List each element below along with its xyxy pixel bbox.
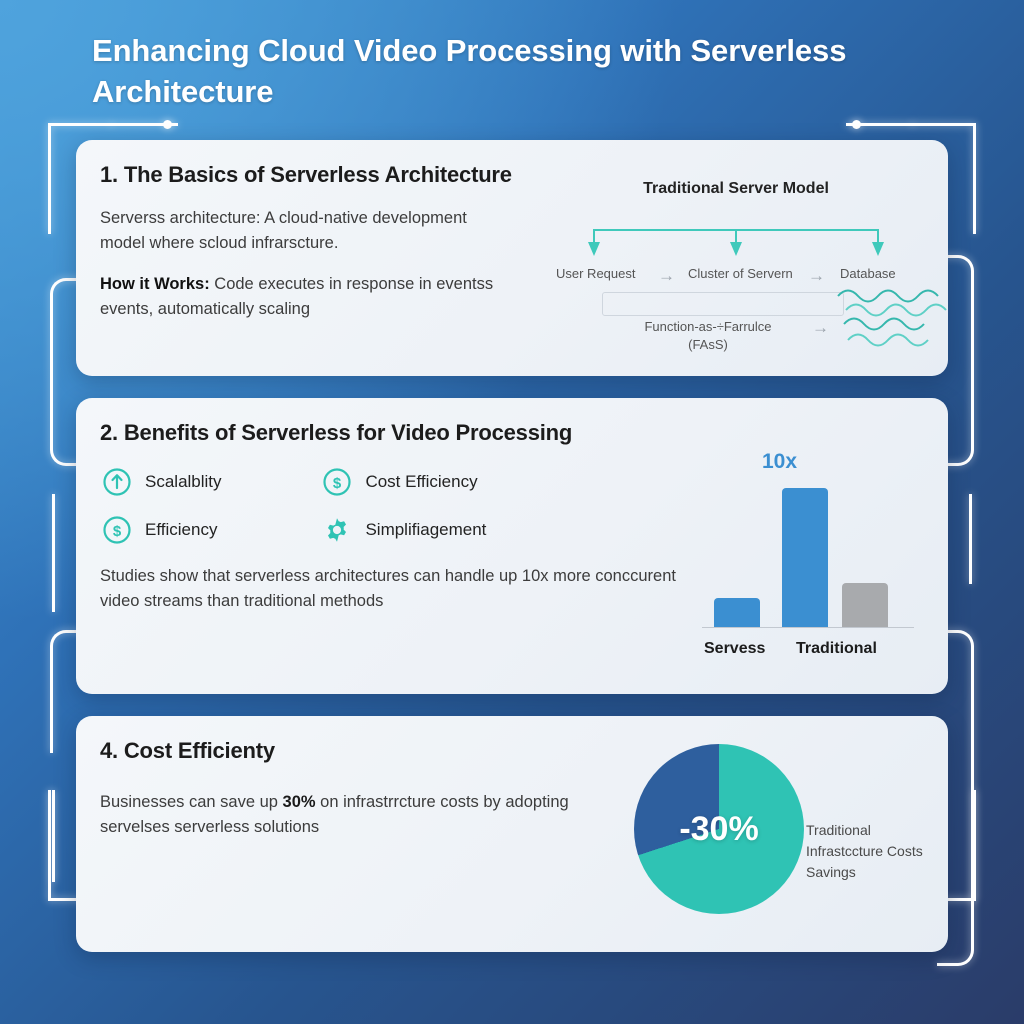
diagram-node-database: Database (840, 266, 896, 281)
gear-icon (322, 515, 352, 545)
benefit-label: Cost Efficiency (365, 472, 478, 491)
accent-line-right-upper (969, 494, 972, 584)
benefit-label: Scalalblity (145, 472, 222, 491)
section1-paragraph-1: Serverss architecture: A cloud-native de… (100, 209, 467, 252)
section3-text-post: on infrastrrcture costs by adopting serv… (100, 793, 569, 836)
svg-text:$: $ (113, 523, 122, 540)
section-card-basics: 1. The Basics of Serverless Architecture… (76, 140, 948, 376)
bar-traditional (842, 583, 888, 628)
section1-text-block: Serverss architecture: A cloud-native de… (100, 206, 500, 322)
section-card-benefits: 2. Benefits of Serverless for Video Proc… (76, 398, 948, 694)
accent-dot-top-left (163, 120, 172, 129)
diagram-faas-line1: Function-as-÷Farrulce (644, 319, 772, 334)
diagram-wave-lower (843, 317, 929, 347)
accent-line-left-upper (52, 494, 55, 612)
diagram-wave-upper (837, 289, 947, 317)
section1-paragraph-2: How it Works: Code executes in response … (100, 272, 500, 322)
section1-heading: 1. The Basics of Serverless Architecture (100, 162, 512, 187)
accent-line-left-lower (52, 790, 55, 882)
section2-note: Studies show that serverless architectur… (100, 567, 676, 610)
section3-text-block: Businesses can save up 30% on infrastrrc… (100, 790, 570, 840)
section3-text-pre: Businesses can save up (100, 793, 283, 811)
diagram-faas-label: Function-as-÷Farrulce (FAsS) (608, 318, 808, 354)
bar-tick-label-traditional: Traditional (796, 640, 877, 657)
diagram-arrow-2: → (808, 266, 825, 285)
accent-dot-top-right (852, 120, 861, 129)
bar-middle (782, 488, 828, 628)
benefits-grid: Scalalblity $ Cost Efficiency $ (102, 458, 622, 554)
diagram-arrow-3: → (812, 318, 829, 337)
serverless-vs-traditional-bar-chart: 10x Servess Traditional (684, 446, 924, 676)
diagram-faas-line2: (FAsS) (688, 337, 728, 352)
bar-serverless (714, 598, 760, 628)
diagram-arrow-1: → (658, 266, 675, 285)
dollar-circle-icon: $ (102, 515, 132, 545)
page-title: Enhancing Cloud Video Processing with Se… (92, 33, 847, 109)
benefit-item-scalability: Scalalblity (102, 458, 318, 506)
section1-paragraph-2-label: How it Works: (100, 275, 210, 293)
cost-savings-pie-chart (634, 744, 804, 914)
diagram-node-cluster: Cluster of Servern (688, 266, 793, 281)
pie-center-label: -30% (679, 809, 759, 848)
benefit-item-efficiency: $ Efficiency (102, 506, 318, 554)
benefit-label: Efficiency (145, 520, 218, 539)
bar-value-label: 10x (762, 450, 798, 473)
section3-savings-value: 30% (282, 793, 316, 811)
benefit-item-cost-efficiency: $ Cost Efficiency (322, 458, 538, 506)
benefit-label: Simplifiagement (365, 520, 487, 539)
diagram-connector-svg (588, 229, 884, 256)
diagram-slot-bar (602, 292, 844, 316)
section3-heading: 4. Cost Efficienty (100, 738, 275, 763)
pie-legend: Traditional Infrastccture Costs Savings (806, 822, 923, 880)
dollar-circle-icon: $ (322, 467, 352, 497)
svg-text:$: $ (333, 475, 342, 492)
section-card-cost-efficiency: 4. Cost Efficienty Businesses can save u… (76, 716, 948, 952)
bar-tick-label-serverless: Servess (704, 640, 766, 657)
up-arrow-circle-icon (102, 467, 132, 497)
benefit-item-simplification: Simplifiagement (322, 506, 538, 554)
section2-heading: 2. Benefits of Serverless for Video Proc… (100, 420, 573, 445)
diagram-title: Traditional Server Model (643, 180, 829, 197)
traditional-server-model-diagram: Traditional Server Model User Request → … (546, 180, 947, 370)
section1-paragraph-2-text: Code executes in response in eventss eve… (100, 275, 494, 318)
diagram-node-user-request: User Request (556, 266, 636, 281)
bar-chart-axis (702, 627, 914, 628)
